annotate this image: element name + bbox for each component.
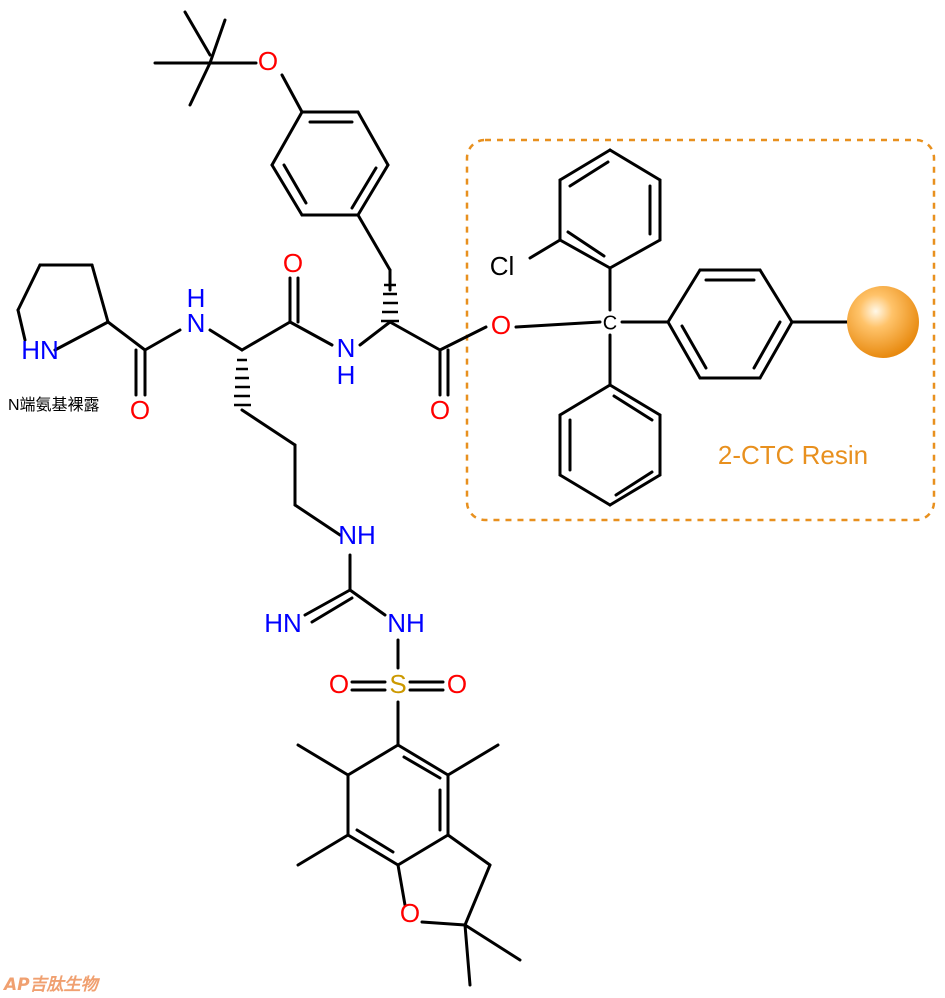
o-arg-label: O — [283, 248, 303, 278]
tyr-side-chain — [356, 213, 392, 292]
amide1-h-label: H — [187, 283, 206, 313]
sulfonyl-bonds — [350, 680, 445, 747]
tyr-benzene-ring — [270, 110, 390, 217]
pbf-ring — [296, 743, 522, 987]
o-tbu-label: O — [258, 46, 278, 76]
nh-guan-label: NH — [338, 520, 376, 550]
hn-imine-label: HN — [264, 608, 302, 638]
o-pbf-label: O — [400, 898, 420, 928]
nh-sulf-label: NH — [387, 608, 425, 638]
amide2-n-label: N — [337, 333, 356, 363]
s-label: S — [389, 669, 406, 699]
amide1-n-label: N — [187, 308, 206, 338]
o-s-left-label: O — [329, 669, 349, 699]
resin-bead-icon — [847, 286, 919, 358]
o-pro-label: O — [130, 395, 150, 425]
resin-box — [465, 138, 936, 522]
o-s-right-label: O — [447, 669, 467, 699]
peptide-backbone — [16, 263, 602, 397]
tbu-group — [153, 10, 304, 114]
arg-alpha-wedge — [234, 358, 251, 407]
arg-side-chain — [240, 408, 400, 670]
trityl-bonds — [528, 148, 852, 507]
o-tyr-ester-label: O — [491, 310, 511, 340]
nh-pro-label: HN — [21, 335, 59, 365]
c-trityl-label: C — [603, 312, 617, 334]
company-logo: AP吉肽生物 — [2, 975, 101, 995]
cl-label: Cl — [490, 251, 515, 281]
o-tyr-co-label: O — [430, 395, 450, 425]
n-terminal-note: N端氨基裸露 — [8, 396, 100, 414]
amide2-h-label: H — [337, 360, 356, 390]
resin-label: 2-CTC Resin — [718, 440, 868, 470]
